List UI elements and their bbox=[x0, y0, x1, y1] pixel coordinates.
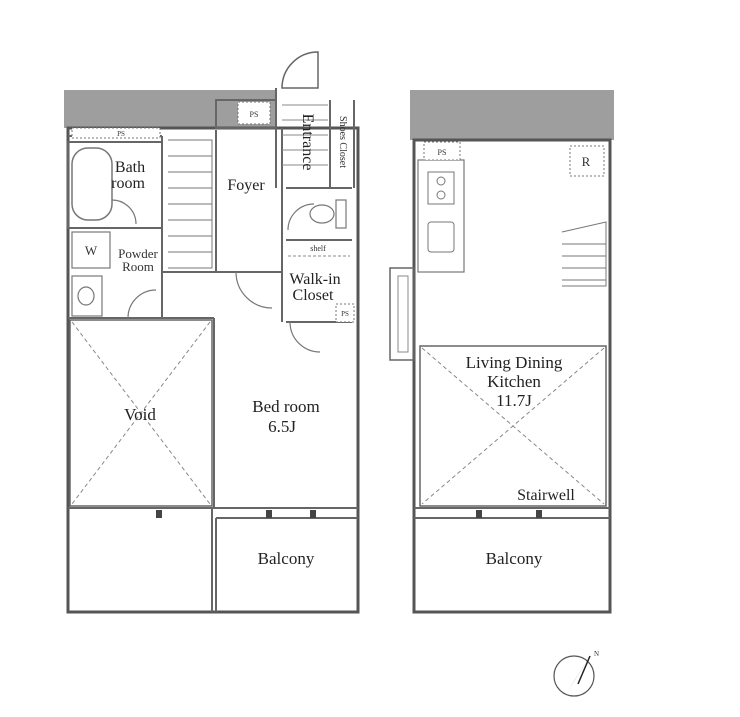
void-outline bbox=[69, 319, 213, 507]
void-cross bbox=[71, 321, 211, 505]
shelf-label: shelf bbox=[310, 244, 326, 253]
bedroom-label-2: 6.5J bbox=[268, 417, 296, 436]
bathtub bbox=[71, 147, 113, 221]
kitchen-stove bbox=[427, 171, 455, 205]
ps-bath-label: PS bbox=[117, 130, 125, 138]
right-stairs bbox=[561, 221, 607, 287]
right-bay-window bbox=[389, 267, 415, 361]
ldk-label-3: 11.7J bbox=[496, 391, 532, 410]
foyer-label: Foyer bbox=[227, 177, 265, 194]
ldk-label-1: Living Dining bbox=[466, 353, 563, 372]
entrance-steps bbox=[282, 104, 328, 166]
right-balcony-label: Balcony bbox=[486, 549, 543, 568]
left-inner-walls bbox=[67, 88, 358, 612]
bath-label-1: Bath bbox=[115, 159, 145, 176]
shoes-closet-label: Shoes Closet bbox=[337, 116, 348, 168]
walkin-label-2: Closet bbox=[293, 287, 334, 304]
right-windows bbox=[476, 510, 542, 518]
fridge-label: R bbox=[582, 154, 591, 169]
burner-1 bbox=[436, 176, 446, 186]
washer-label: W bbox=[85, 243, 98, 258]
bedroom-label-1: Bed room bbox=[252, 397, 320, 416]
stairwell-label: Stairwell bbox=[517, 487, 575, 504]
stairwell-cross bbox=[421, 347, 605, 505]
compass-ring bbox=[553, 655, 595, 697]
compass-north-label: N bbox=[594, 650, 599, 658]
ldk-label-2: Kitchen bbox=[487, 372, 541, 391]
left-windows bbox=[156, 510, 316, 518]
left-stairs bbox=[168, 139, 213, 269]
toilet-tank bbox=[335, 199, 347, 229]
powder-sink bbox=[77, 286, 95, 306]
washer-box bbox=[71, 231, 111, 269]
left-balcony-label: Balcony bbox=[258, 549, 315, 568]
stairwell-outline bbox=[419, 345, 607, 507]
bath-label-2: room bbox=[111, 175, 145, 192]
right-bay-window-inner bbox=[397, 275, 409, 353]
ps-closet-box bbox=[335, 303, 355, 323]
ps-top-box bbox=[237, 101, 271, 125]
burner-2 bbox=[436, 190, 446, 200]
walkin-label-1: Walk-in bbox=[289, 271, 340, 288]
entrance-door-swing bbox=[281, 51, 319, 89]
toilet-bowl bbox=[309, 204, 335, 224]
compass-arrow-tail bbox=[577, 655, 591, 685]
right-wall-band bbox=[410, 90, 614, 140]
right-floor: PS R Living Dining Kitchen 11.7J Stairwe… bbox=[389, 90, 614, 614]
fridge-box bbox=[569, 145, 605, 177]
compass: N bbox=[553, 650, 599, 697]
powder-label-1: Powder bbox=[118, 246, 158, 261]
right-ps-box bbox=[423, 141, 461, 161]
powder-sink-counter bbox=[71, 275, 103, 317]
left-door-swings bbox=[111, 199, 321, 353]
right-ps-label: PS bbox=[438, 148, 447, 157]
ps-closet-label: PS bbox=[341, 310, 349, 318]
ps-top-label: PS bbox=[250, 110, 259, 119]
powder-label-2: Room bbox=[122, 259, 154, 274]
compass-arrow-icon bbox=[566, 656, 590, 694]
void-label: Void bbox=[124, 405, 156, 424]
left-entrance-notch bbox=[276, 90, 360, 128]
kitchen-sink bbox=[427, 221, 455, 253]
entrance-label: Entrance bbox=[299, 114, 316, 171]
left-floor: Bath room Foyer Entrance Shoes Closet Po… bbox=[64, 51, 360, 614]
ps-bath-box bbox=[71, 127, 161, 139]
right-outer-wall bbox=[412, 138, 612, 614]
